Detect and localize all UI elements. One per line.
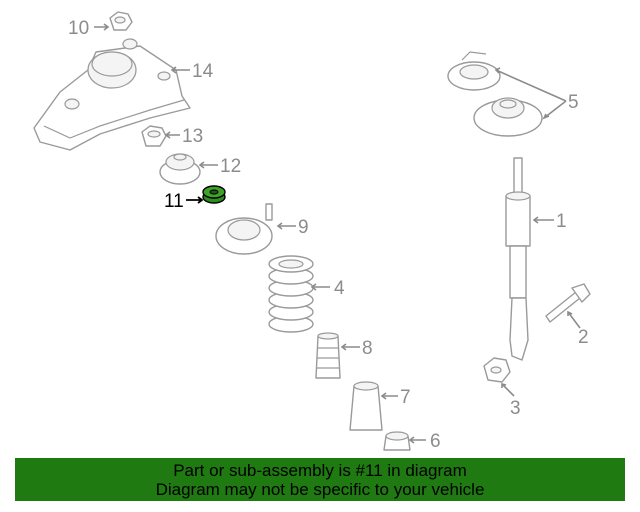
leader-6 xyxy=(408,436,426,444)
callout-9: 9 xyxy=(298,217,309,238)
callout-8: 8 xyxy=(362,338,373,359)
part-8-bump-stop xyxy=(315,332,341,379)
part-2-bolt xyxy=(545,283,591,323)
leader-3 xyxy=(501,382,515,397)
leader-7 xyxy=(380,392,398,400)
info-banner: Part or sub-assembly is #11 in diagram D… xyxy=(15,458,625,501)
leader-11 xyxy=(186,196,204,204)
leader-5b xyxy=(542,100,567,120)
leader-4 xyxy=(310,283,330,291)
part-11-bushing xyxy=(202,185,226,204)
callout-3: 3 xyxy=(510,398,521,419)
callout-6: 6 xyxy=(430,431,441,452)
banner-line-part: Part or sub-assembly is #11 in diagram xyxy=(173,461,467,480)
leader-9 xyxy=(276,222,296,230)
leader-14 xyxy=(170,66,190,74)
leader-13 xyxy=(164,131,180,139)
callout-1: 1 xyxy=(556,211,567,232)
callout-2: 2 xyxy=(578,327,589,348)
callout-12: 12 xyxy=(220,156,241,177)
callout-13: 13 xyxy=(182,126,203,147)
part-1-strut xyxy=(505,157,531,361)
part-9-spring-seat xyxy=(215,203,273,255)
leader-2 xyxy=(567,310,581,329)
leader-10 xyxy=(94,23,110,31)
callout-4: 4 xyxy=(334,278,345,299)
part-5-seat-assembly xyxy=(447,51,543,137)
leader-5a xyxy=(494,67,567,102)
part-14-strut-mount xyxy=(33,38,191,151)
callout-7: 7 xyxy=(400,387,411,408)
leader-8 xyxy=(340,343,360,351)
callout-11: 11 xyxy=(164,191,184,212)
leader-12 xyxy=(198,161,218,169)
callout-10: 10 xyxy=(68,18,89,39)
leader-1 xyxy=(532,216,554,224)
part-3-nut xyxy=(483,357,511,383)
callout-5: 5 xyxy=(568,92,579,113)
part-7-dust-boot xyxy=(349,381,383,431)
part-10-nut xyxy=(109,11,133,31)
part-13-nut xyxy=(141,125,167,147)
part-6-stop-cap xyxy=(383,431,411,451)
part-4-coil-spring xyxy=(268,255,314,333)
callout-14: 14 xyxy=(192,61,214,82)
banner-line-disclaimer: Diagram may not be specific to your vehi… xyxy=(155,480,485,499)
part-12-bearing xyxy=(159,153,201,185)
